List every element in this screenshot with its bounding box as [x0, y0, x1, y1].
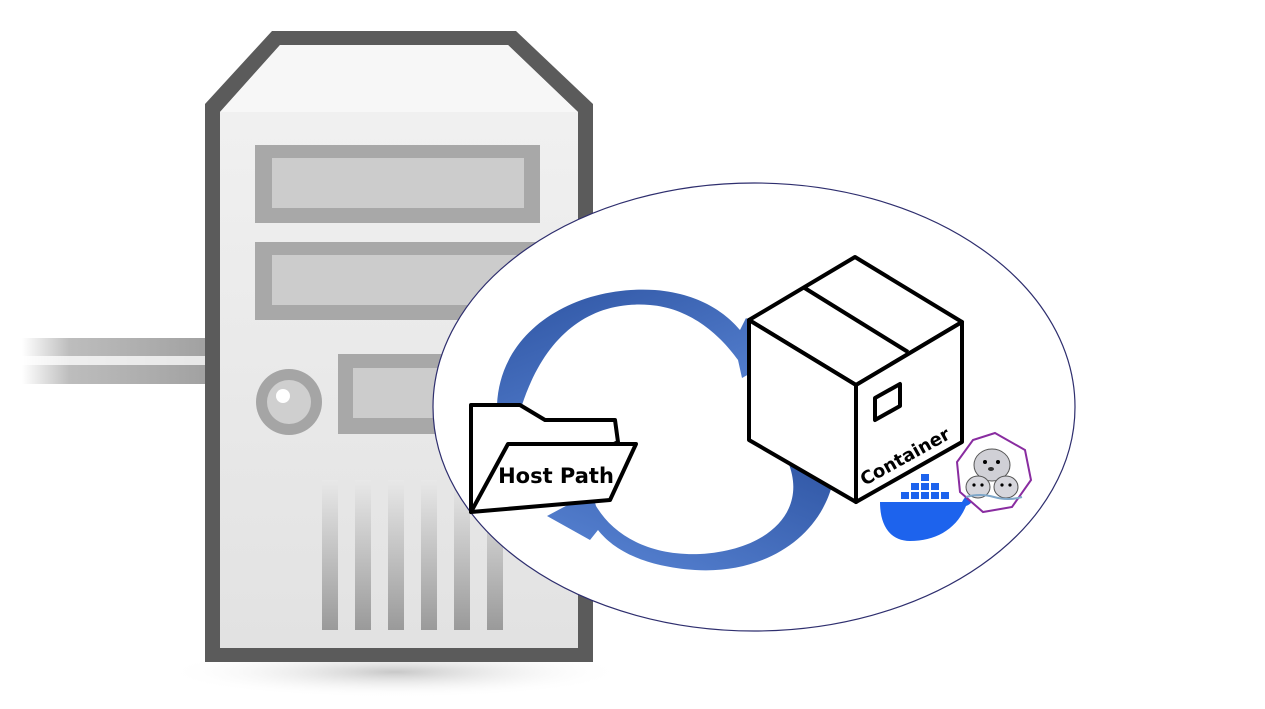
arrow-host-to-container	[497, 289, 788, 405]
folder-front	[469, 442, 638, 514]
server-top-bevel	[220, 45, 578, 112]
box-right	[854, 320, 964, 504]
box-tape	[801, 285, 910, 354]
podman-seals-icon	[955, 431, 1033, 514]
drive-bay-1-slot	[272, 158, 524, 208]
sync-cycle-arrows-icon	[497, 289, 837, 571]
seal-left	[965, 475, 991, 499]
seal-right	[993, 475, 1019, 499]
box-handle	[873, 382, 902, 422]
host-path-label: Host Path	[498, 464, 614, 488]
server-cable-groove	[22, 356, 212, 365]
arrow-container-to-host	[547, 452, 837, 571]
docker-whale-icon	[880, 474, 978, 541]
podman-base	[965, 494, 1023, 500]
folder-icon: Host Path	[469, 403, 638, 514]
container-box-icon: Container	[747, 255, 964, 504]
power-button-highlight	[276, 389, 290, 403]
seal-back	[973, 448, 1011, 482]
power-button-inner	[267, 380, 311, 424]
server-vents	[322, 480, 503, 630]
